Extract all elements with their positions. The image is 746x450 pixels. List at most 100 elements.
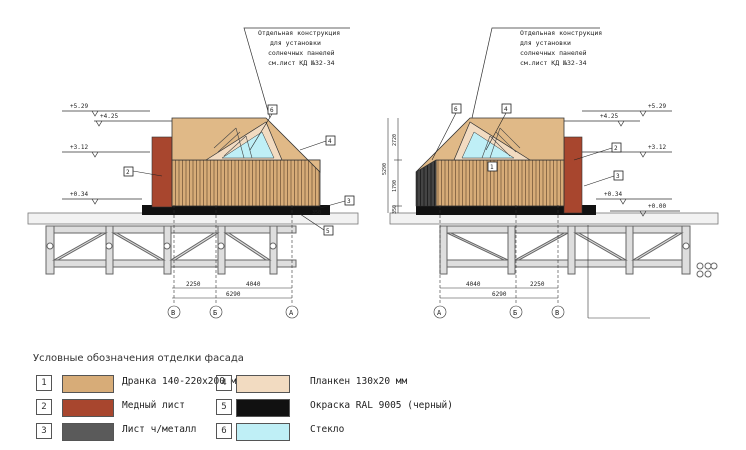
level-marker <box>639 110 647 117</box>
callout-number: 4 <box>504 106 508 113</box>
legend-label: Медный лист <box>122 400 185 411</box>
callout-number: 4 <box>328 138 332 145</box>
left-elevation: +5.29 +4.25 +3.12 +0.34 Отдельная констр… <box>27 27 359 319</box>
level-label: +4.25 <box>600 113 618 120</box>
level-marker <box>619 198 627 205</box>
axis-bubble <box>285 305 299 319</box>
callout-box <box>325 135 336 146</box>
dim-label: 1790 <box>392 180 398 192</box>
callout-number: 2 <box>126 169 130 176</box>
callout-leader <box>431 112 457 161</box>
truss-left <box>45 225 297 275</box>
level-label: +0.34 <box>70 191 88 198</box>
note-line: для установки <box>520 39 571 47</box>
legend-label: Стекло <box>310 424 345 435</box>
callout-leader <box>299 140 327 151</box>
legend-number: 1 <box>36 375 52 391</box>
axis-bubble <box>433 305 447 319</box>
callout-leader <box>319 200 346 209</box>
level-label: +5.29 <box>648 103 666 110</box>
solar-frame <box>481 127 521 159</box>
plank-wall <box>171 159 321 207</box>
axis-label: Б <box>213 309 217 317</box>
callout-number: 3 <box>347 198 351 205</box>
level-label: +5.29 <box>70 103 88 110</box>
level-label: +3.12 <box>70 144 88 151</box>
axis-bubble <box>209 305 223 319</box>
axis-bubble <box>167 305 181 319</box>
axis-label: Б <box>513 309 517 317</box>
plank-wall <box>435 159 565 207</box>
callout-box <box>451 103 462 114</box>
legend-swatch-plank <box>236 375 290 393</box>
dim-label: 5290 <box>382 163 388 175</box>
callout-number: 5 <box>326 228 330 235</box>
legend-label: Дранка 140-220х200 мм <box>122 376 243 387</box>
callout-leader <box>249 113 273 151</box>
callout-number: 6 <box>270 107 274 114</box>
legend-swatch-glass <box>236 423 290 441</box>
copper-wall <box>151 136 173 208</box>
note-line: Отдельная конструкция <box>520 29 602 37</box>
black-base <box>416 205 596 215</box>
note-line: см.лист КД №32-34 <box>268 59 335 67</box>
legend-number: 4 <box>216 375 232 391</box>
small-dim: 350 <box>312 210 321 216</box>
level-marker <box>91 198 99 205</box>
right-elevation: +5.29 +4.25 +3.12 +0.34 +0.00 5290 2720 … <box>382 27 719 319</box>
callout-number: 1 <box>490 164 494 171</box>
level-marker <box>95 120 103 127</box>
legend-swatch-steel <box>62 423 114 441</box>
note-line: солнечных панелей <box>520 49 587 57</box>
callout-box <box>501 103 512 114</box>
dim-label: 350 <box>392 205 398 214</box>
level-marker <box>91 151 99 158</box>
note-line: солнечных панелей <box>268 49 335 57</box>
copper-wall <box>563 136 583 214</box>
note-leader <box>243 27 350 119</box>
axis-bubble <box>551 305 565 319</box>
solar-frame <box>213 127 253 159</box>
legend-number: 5 <box>216 399 232 415</box>
level-label: +3.12 <box>648 144 666 151</box>
legend-number: 3 <box>36 423 52 439</box>
callout-box <box>487 161 498 172</box>
callout-leader <box>583 175 615 187</box>
dim-label: 4040 <box>466 281 481 288</box>
callout-number: 6 <box>454 106 458 113</box>
level-label: +0.00 <box>648 203 666 210</box>
level-marker <box>91 110 99 117</box>
axis-label: А <box>437 309 442 317</box>
dim-label: 6290 <box>226 291 241 298</box>
legend-label: Лист ч/металл <box>122 424 197 435</box>
note-line: для установки <box>270 39 321 47</box>
dim-label: 2250 <box>186 281 201 288</box>
level-marker <box>617 120 625 127</box>
dim-label: 4040 <box>246 281 261 288</box>
skylight-glass <box>221 131 275 159</box>
skylight-glass <box>461 131 515 159</box>
legend-label: Планкен 130х20 мм <box>310 376 408 387</box>
axis-label: В <box>171 309 175 317</box>
callout-box <box>323 225 334 236</box>
callout-leader <box>573 147 613 161</box>
legend-label: Окраска RAL 9005 (черный) <box>310 400 453 411</box>
level-label: +0.34 <box>604 191 622 198</box>
dim-label: 2250 <box>530 281 545 288</box>
callout-number: 3 <box>616 173 620 180</box>
legend-swatch-black <box>236 399 290 417</box>
callout-leader <box>132 170 163 177</box>
axis-label: В <box>555 309 559 317</box>
axis-bubble <box>509 305 523 319</box>
level-marker <box>639 210 647 217</box>
legend-swatch-wood <box>62 375 114 393</box>
dim-label: 6290 <box>492 291 507 298</box>
axis-label: А <box>289 309 294 317</box>
steel-clad <box>415 159 437 207</box>
callout-leader <box>299 213 325 231</box>
callout-box <box>123 166 134 177</box>
callout-leader <box>485 112 507 151</box>
legend-swatch-copper <box>62 399 114 417</box>
callout-box <box>344 195 355 206</box>
